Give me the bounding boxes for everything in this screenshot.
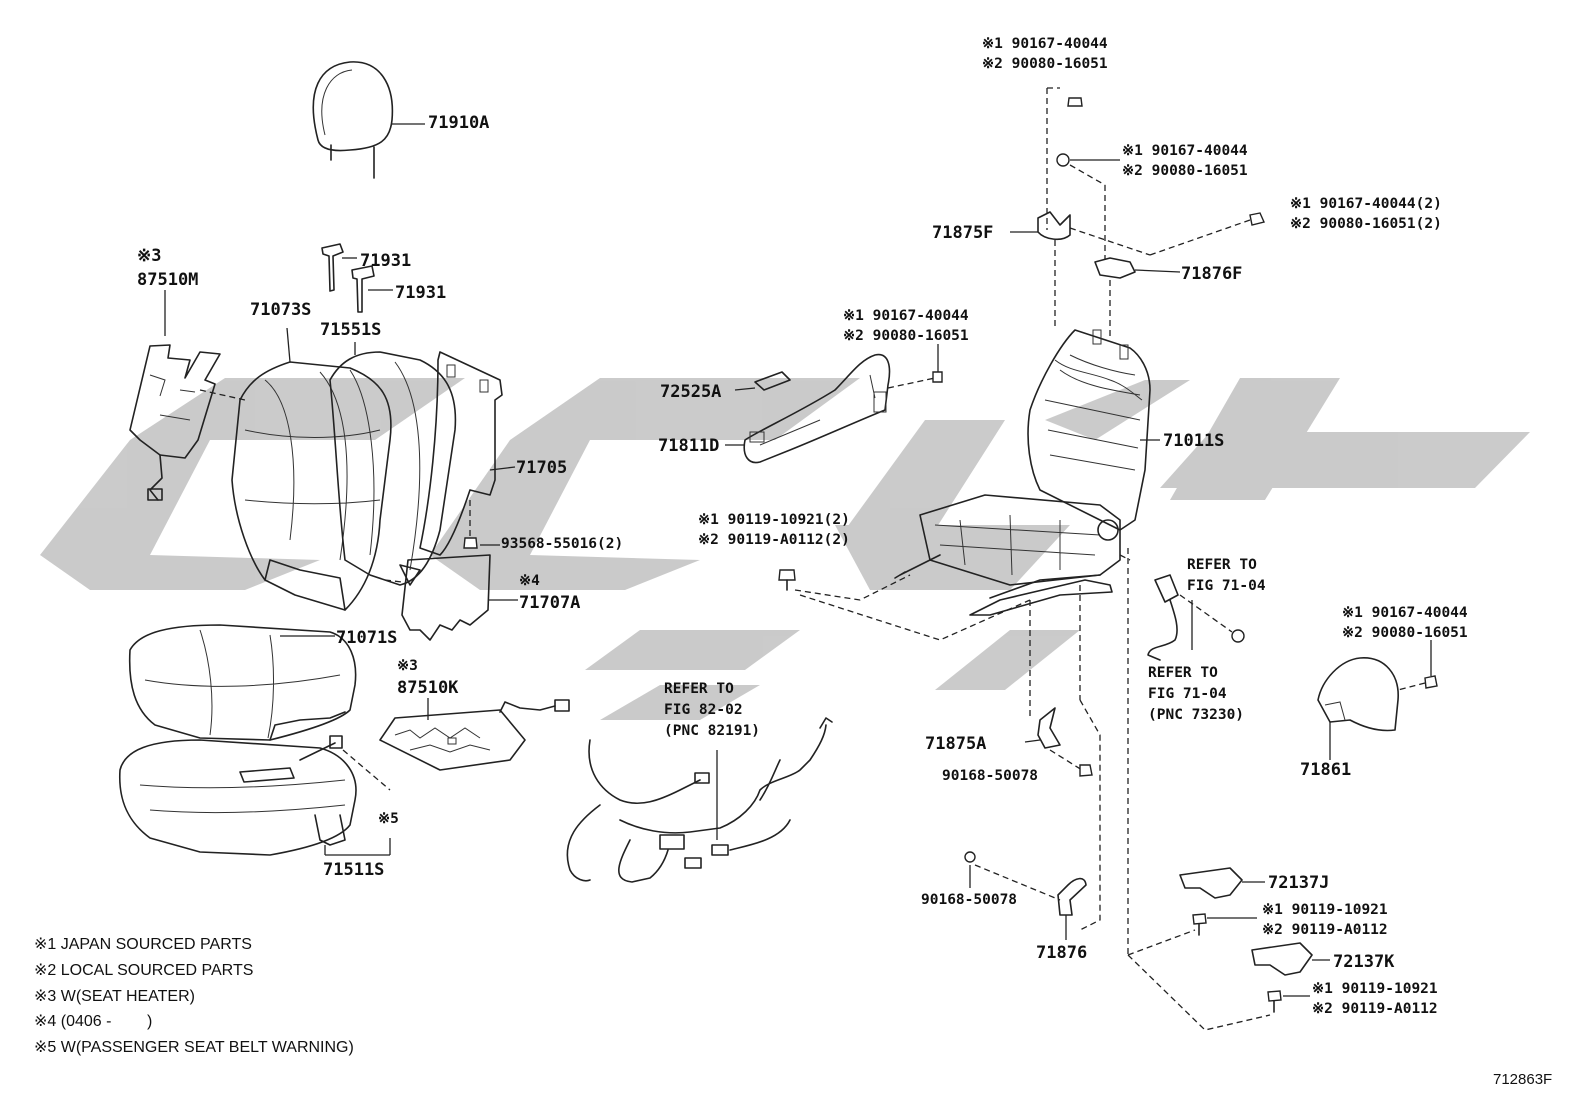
note-mark-71707a: ※4: [519, 573, 540, 589]
label-87510k[interactable]: 87510K: [397, 678, 459, 698]
label-71910a[interactable]: 71910A: [428, 113, 490, 133]
shield-screw-1[interactable]: ※1 90167-40044: [843, 308, 969, 324]
right-screw-2[interactable]: ※2 90080-16051(2): [1290, 216, 1442, 232]
dashed-guides: [1029, 548, 1271, 1031]
note-date-range: ※4 (0406 - ): [34, 1013, 153, 1030]
cushion-pad-drawing: [118, 735, 391, 856]
label-72525a[interactable]: 72525A: [660, 382, 722, 402]
wire-refer-line3: (PNC 82191): [664, 723, 761, 739]
cover-72137-drawing: [1179, 867, 1330, 1013]
mid-screw-2[interactable]: ※2 90080-16051: [1122, 163, 1248, 179]
back-board-drawing: [419, 351, 516, 556]
cushion-heater-drawing: [379, 698, 570, 771]
board-71707-drawing: [384, 554, 518, 641]
label-71876f[interactable]: 71876F: [1181, 264, 1243, 284]
bolt-j-1[interactable]: ※1 90119-10921: [1262, 902, 1388, 918]
label-71876[interactable]: 71876: [1036, 943, 1088, 963]
label-71875a[interactable]: 71875A: [925, 734, 987, 754]
note-mark-87510k: ※3: [397, 658, 418, 674]
cover-71875a-drawing: [1024, 707, 1093, 777]
wire-harness-drawing: [566, 717, 833, 883]
label-71811d[interactable]: 71811D: [658, 436, 720, 456]
note-local-sourced: ※2 LOCAL SOURCED PARTS: [34, 962, 254, 979]
cover-71876-drawing: [964, 851, 1087, 940]
shield-drawing: [725, 344, 943, 464]
note-seat-heater: ※3 W(SEAT HEATER): [34, 988, 195, 1005]
clip-drawing: [463, 500, 500, 549]
label-71511s[interactable]: 71511S: [323, 860, 385, 880]
note-mark-sensor: ※5: [378, 811, 399, 827]
wire-refer-line1: REFER TO: [664, 681, 734, 697]
seatbelt-buckle-drawing: [1119, 554, 1245, 661]
label-71011s[interactable]: 71011S: [1163, 431, 1225, 451]
hinge-cover-drawing: [1317, 640, 1438, 760]
label-90168-50078-b[interactable]: 90168-50078: [921, 892, 1018, 908]
seat-frame-drawing: [894, 329, 1160, 616]
label-72137j[interactable]: 72137J: [1268, 873, 1330, 893]
back-cover-drawing: [231, 327, 392, 611]
note-mark-87510m: ※3: [137, 246, 162, 266]
label-71931-b[interactable]: 71931: [395, 283, 447, 303]
hinge-screw-1[interactable]: ※1 90167-40044: [1342, 605, 1468, 621]
front-bolt-drawing: [778, 569, 1031, 641]
label-71707a[interactable]: 71707A: [519, 593, 581, 613]
belt-refer-b-line1: REFER TO: [1148, 665, 1218, 681]
back-heater-drawing: [129, 290, 246, 501]
front-bolt-1[interactable]: ※1 90119-10921(2): [698, 512, 850, 528]
belt-refer-b-line3: (PNC 73230): [1148, 707, 1245, 723]
bolt-k-1[interactable]: ※1 90119-10921: [1312, 981, 1438, 997]
bolt-j-2[interactable]: ※2 90119-A0112: [1262, 922, 1388, 938]
right-screw-1[interactable]: ※1 90167-40044(2): [1290, 196, 1442, 212]
label-71861[interactable]: 71861: [1300, 760, 1352, 780]
top-screw-1[interactable]: ※1 90167-40044: [982, 36, 1108, 52]
label-71073s[interactable]: 71073S: [250, 300, 312, 320]
shield-screw-2[interactable]: ※2 90080-16051: [843, 328, 969, 344]
back-pad-drawing: [329, 342, 457, 586]
bolt-k-2[interactable]: ※2 90119-A0112: [1312, 1001, 1438, 1017]
belt-refer-line1: REFER TO: [1187, 557, 1257, 573]
belt-refer-line2[interactable]: FIG 71-04: [1187, 578, 1266, 594]
label-71705[interactable]: 71705: [516, 458, 568, 478]
label-87510m[interactable]: 87510M: [137, 270, 199, 290]
label-71875f[interactable]: 71875F: [932, 223, 994, 243]
note-japan-sourced: ※1 JAPAN SOURCED PARTS: [34, 936, 252, 953]
hinge-screw-2[interactable]: ※2 90080-16051: [1342, 625, 1468, 641]
front-bolt-2[interactable]: ※2 90119-A0112(2): [698, 532, 850, 548]
cushion-cover-drawing: [128, 624, 357, 741]
label-71551s[interactable]: 71551S: [320, 320, 382, 340]
label-72137k[interactable]: 72137K: [1333, 952, 1395, 972]
wire-refer-line2[interactable]: FIG 82-02: [664, 702, 743, 718]
belt-refer-b-line2[interactable]: FIG 71-04: [1148, 686, 1227, 702]
label-90168-50078-a[interactable]: 90168-50078: [942, 768, 1039, 784]
label-71071s[interactable]: 71071S: [336, 628, 398, 648]
support-drawings: [321, 243, 393, 313]
figure-number: 712863F: [1493, 1071, 1553, 1088]
label-93568-55016[interactable]: 93568-55016(2): [501, 536, 624, 552]
headrest-drawing: [312, 61, 425, 179]
upper-covers-drawing: [1010, 87, 1265, 340]
note-belt-warning: ※5 W(PASSENGER SEAT BELT WARNING): [34, 1039, 354, 1056]
top-screw-2[interactable]: ※2 90080-16051: [982, 56, 1108, 72]
label-71931-a[interactable]: 71931: [360, 251, 412, 271]
mid-screw-1[interactable]: ※1 90167-40044: [1122, 143, 1248, 159]
